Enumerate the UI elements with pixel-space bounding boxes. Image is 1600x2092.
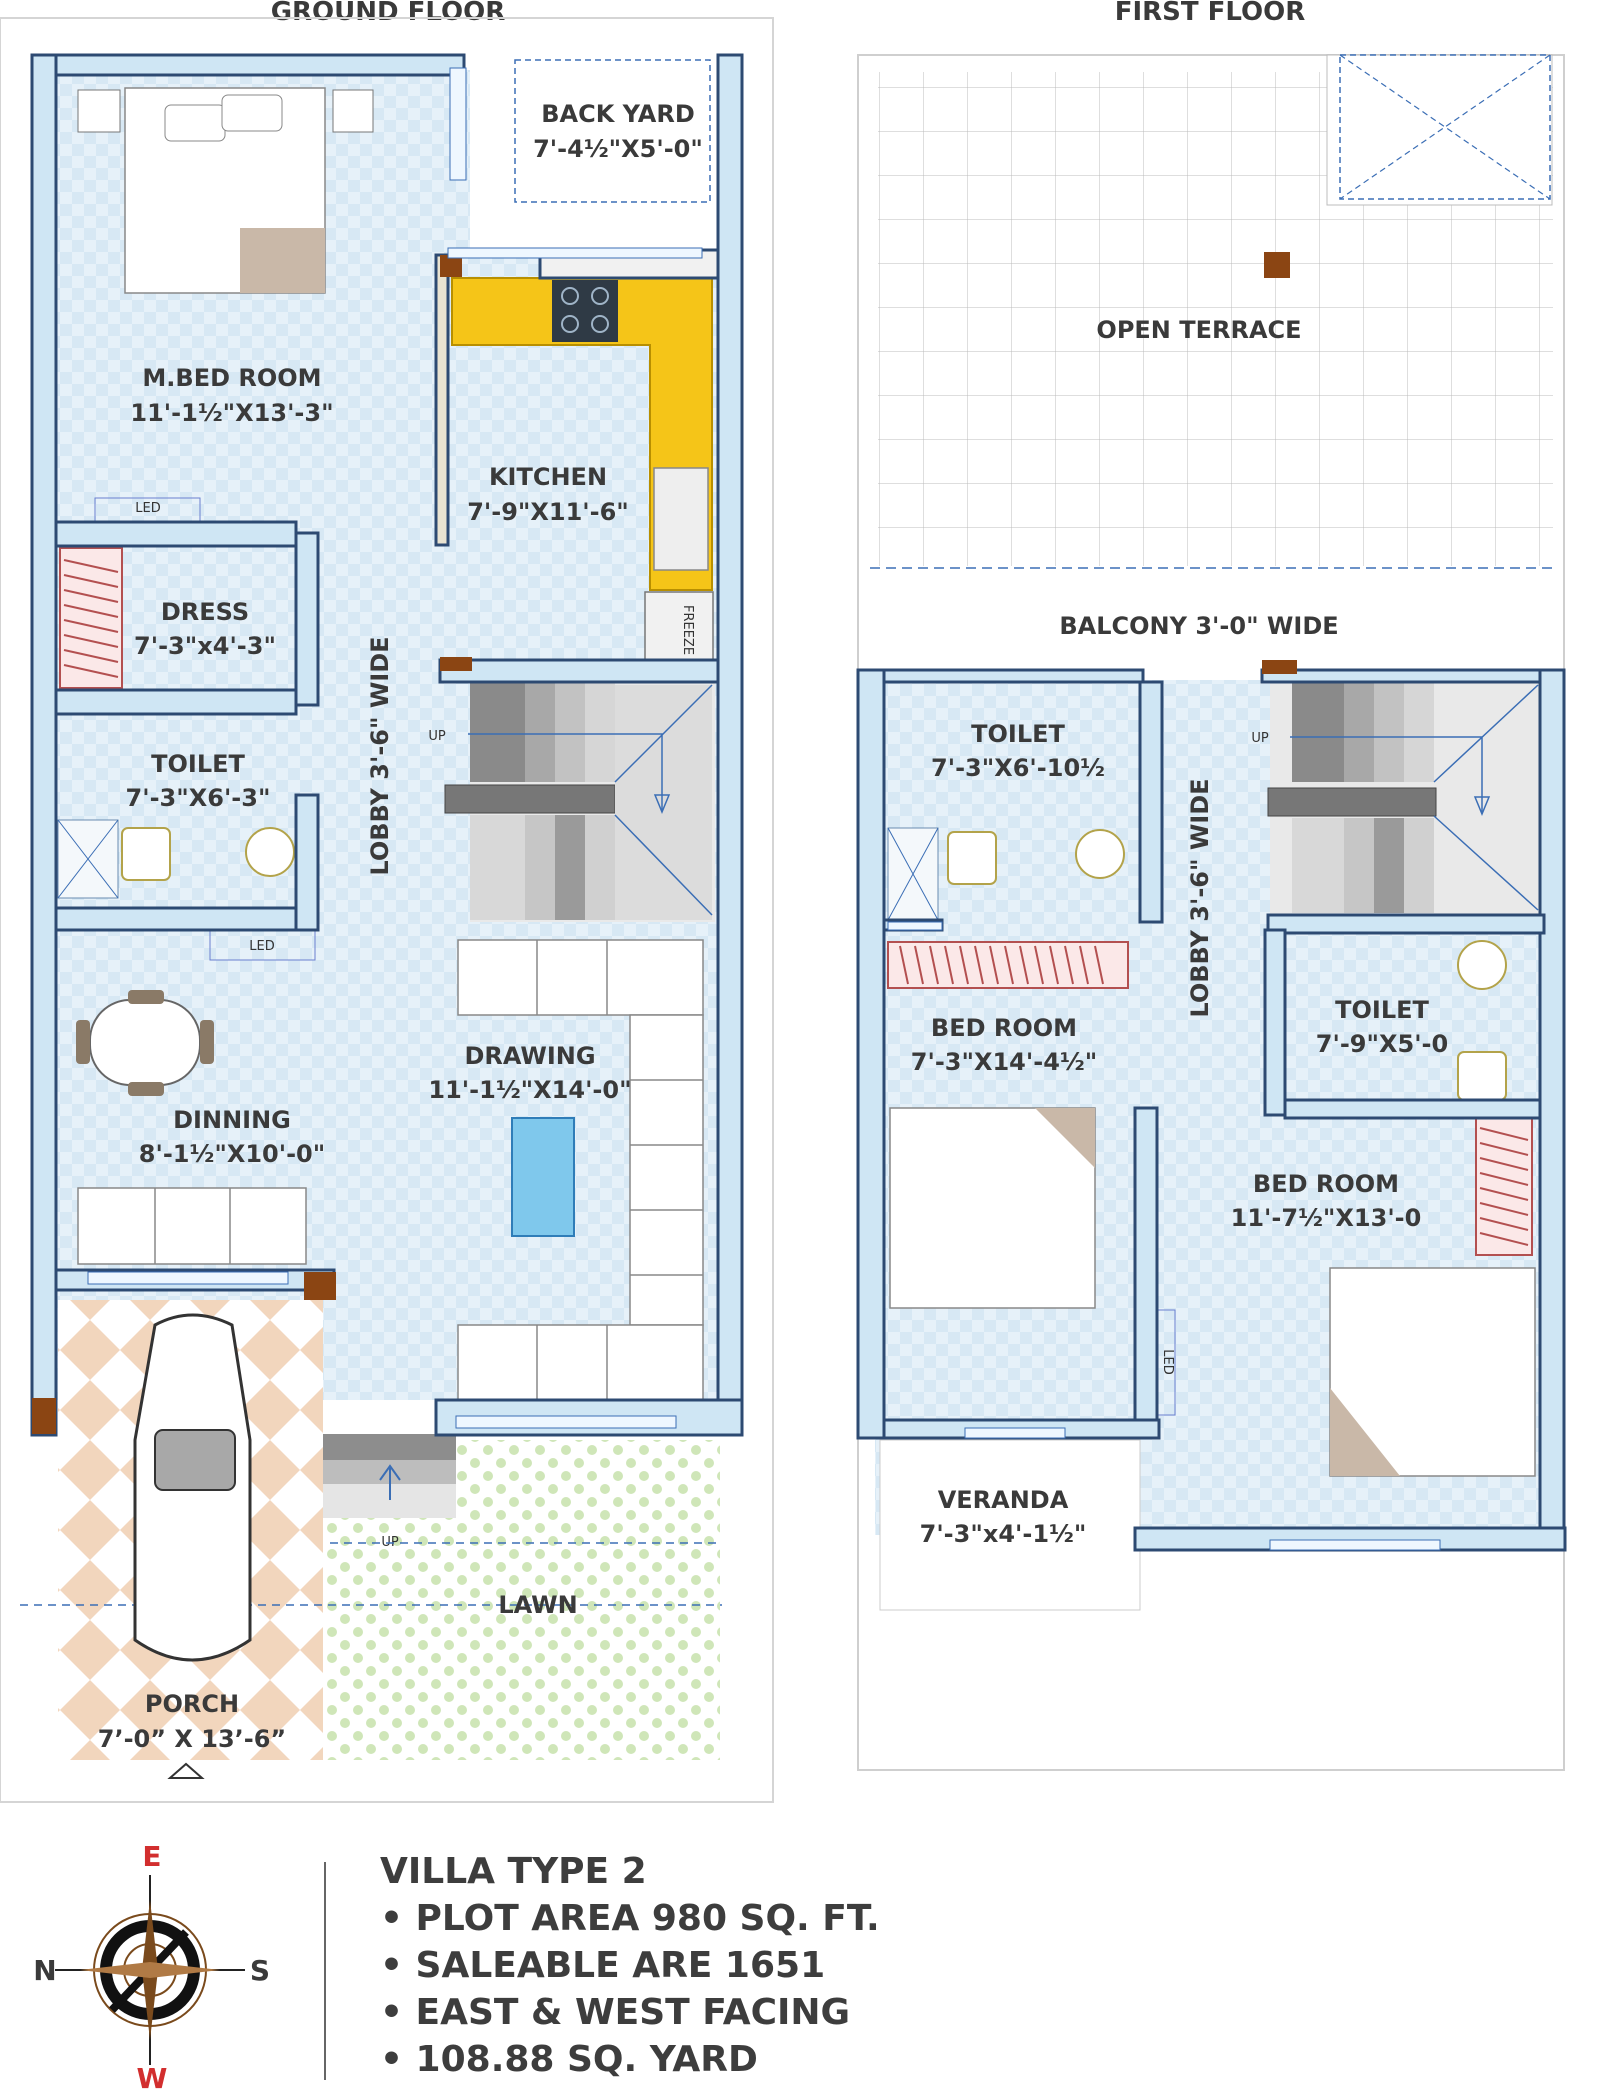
lawn-label: LAWN (498, 1591, 577, 1619)
led-label-first: LED (1160, 1349, 1175, 1374)
first-stair-up-label: UP (1251, 731, 1269, 746)
first-toilet-a-size: 7'-3"X6'-10½ (931, 754, 1105, 782)
bed-b-name: BED ROOM (1253, 1170, 1399, 1198)
car (133, 1313, 252, 1662)
first-toilet-b-name: TOILET (1335, 996, 1429, 1024)
first-stair (1267, 682, 1540, 914)
ground-stair (444, 682, 715, 922)
drawing-sofa (457, 939, 704, 1401)
kitchen-size: 7'-9"X11'-6" (467, 498, 629, 526)
back-yard-name: BACK YARD (541, 100, 695, 128)
dinning-size: 8'-1½"X10'-0" (139, 1140, 325, 1168)
kitchen-name: KITCHEN (489, 463, 607, 491)
facing-line: • EAST & WEST FACING (380, 1992, 851, 2033)
first-toilet-b-size: 7'-9"X5'-0 (1316, 1030, 1448, 1058)
plot-area-line: • PLOT AREA 980 SQ. FT. (380, 1898, 880, 1939)
compass-north: N (33, 1954, 56, 1987)
ground-lobby-label: LOBBY 3'-6" WIDE (366, 636, 394, 875)
freeze-label: FREEZE (680, 605, 695, 655)
master-bed-name: M.BED ROOM (142, 364, 321, 392)
led-label-lobby: LED (249, 939, 274, 954)
saleable-area-line: • SALEABLE ARE 1651 (380, 1945, 826, 1986)
first-lobby-label: LOBBY 3'-6" WIDE (1186, 778, 1214, 1017)
master-bed-size: 11'-1½"X13'-3" (130, 399, 333, 427)
compass-east: E (142, 1840, 161, 1873)
bed-b-size: 11'-7½"X13'-0 (1231, 1204, 1422, 1232)
first-walls (856, 668, 1567, 1552)
ground-door-posts (32, 255, 472, 1434)
ground-floor-heading: GROUND FLOOR (271, 0, 506, 27)
back-yard-size: 7'-4½"X5'-0" (533, 135, 703, 163)
ground-walls (30, 53, 744, 1437)
led-label-master: LED (135, 501, 160, 516)
veranda-size: 7'-3"x4'-1½" (920, 1520, 1087, 1548)
porch-name: PORCH (145, 1690, 239, 1718)
ground-floor-plan: FREEZE UP UP (0, 17, 774, 1803)
first-floor-heading: FIRST FLOOR (1115, 0, 1306, 27)
villa-title: VILLA TYPE 2 (380, 1851, 647, 1892)
first-floor-plan: UP LED (856, 54, 1567, 1771)
compass-west: W (137, 2062, 168, 2092)
dress-name: DRESS (161, 598, 249, 626)
porch-size: 7’-0” X 13’-6” (98, 1725, 286, 1753)
sq-yard-line: • 108.88 SQ. YARD (380, 2039, 758, 2080)
veranda-name: VERANDA (938, 1486, 1069, 1514)
bed-a-size: 7'-3"X14'-4½" (911, 1048, 1097, 1076)
villa-info: VILLA TYPE 2 • PLOT AREA 980 SQ. FT. • S… (380, 1848, 880, 2083)
dinning-name: DINNING (173, 1106, 291, 1134)
dress-size: 7'-3"x4'-3" (134, 632, 276, 660)
compass-south: S (250, 1954, 270, 1987)
first-toilet-a-name: TOILET (971, 720, 1065, 748)
bed-a-name: BED ROOM (931, 1014, 1077, 1042)
drawing-name: DRAWING (464, 1042, 595, 1070)
drawing-size: 11'-1½"X14'-0" (428, 1076, 631, 1104)
balcony-label: BALCONY 3'-0" WIDE (1059, 612, 1338, 640)
ground-toilet-size: 7'-3"X6'-3" (126, 784, 271, 812)
ground-toilet-name: TOILET (151, 750, 245, 778)
open-terrace-label: OPEN TERRACE (1096, 316, 1301, 344)
compass: E W N S (33, 1840, 270, 2092)
ground-stair-up-label: UP (428, 729, 446, 744)
